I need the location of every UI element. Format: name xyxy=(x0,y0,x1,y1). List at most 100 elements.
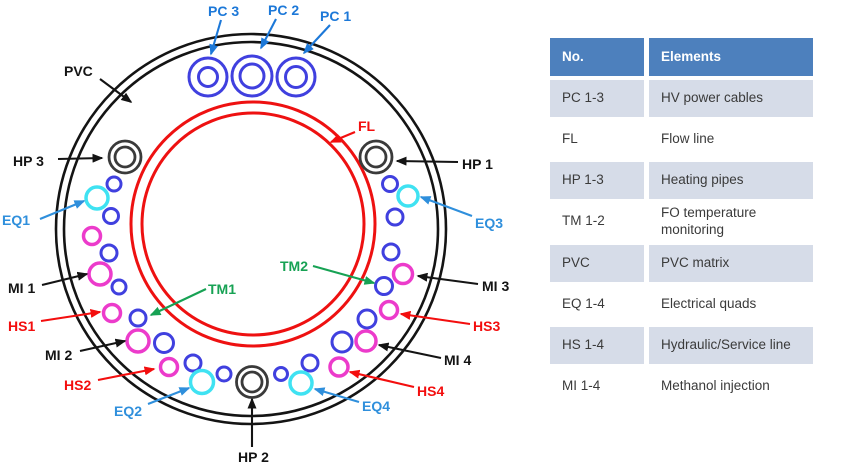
header-elements: Elements xyxy=(649,38,813,76)
flow-line-outer-ring xyxy=(129,100,377,348)
label-arrow-eq1 xyxy=(39,200,86,220)
quad-or-monitor-circle xyxy=(102,207,120,225)
quad-or-monitor-circle xyxy=(381,175,399,193)
label-arrow-tm2 xyxy=(312,264,376,285)
label-hs1: HS1 xyxy=(8,318,35,334)
element-cell: HV power cables xyxy=(649,80,813,117)
electrical-quad-circle xyxy=(84,185,110,211)
label-arrow-mi2 xyxy=(79,338,127,353)
heating-pipe-core xyxy=(240,370,264,394)
component-circles xyxy=(81,54,420,399)
quad-or-monitor-circle xyxy=(356,308,378,330)
service-line-circle xyxy=(125,328,151,354)
label-arrow-pc2 xyxy=(260,18,277,50)
label-arrow-hs4 xyxy=(348,369,415,389)
service-line-circle xyxy=(158,356,180,378)
electrical-quad-circle xyxy=(188,368,216,396)
label-fl: FL xyxy=(358,118,376,134)
no-cell: TM 1-2 xyxy=(550,203,644,241)
element-cell: Heating pipes xyxy=(649,162,813,199)
heating-pipe-circle xyxy=(358,139,394,175)
quad-or-monitor-circle xyxy=(153,332,175,354)
inner-sheath-ring xyxy=(62,40,440,418)
element-cell: Electrical quads xyxy=(649,285,813,323)
label-arrow-fl xyxy=(329,131,356,143)
label-arrow-mi3 xyxy=(416,272,479,286)
no-cell: HS 1-4 xyxy=(550,326,644,364)
service-line-circle xyxy=(378,299,400,321)
label-eq3: EQ3 xyxy=(475,215,503,231)
service-line-circle xyxy=(328,356,350,378)
no-cell: PVC xyxy=(550,244,644,282)
quad-or-monitor-circle xyxy=(215,365,233,383)
element-cell: PVC matrix xyxy=(649,244,813,282)
no-cell: FL xyxy=(550,121,644,158)
label-pc1: PC 1 xyxy=(320,8,351,24)
label-pc2: PC 2 xyxy=(268,2,299,18)
label-hp2: HP 2 xyxy=(238,449,269,465)
service-line-circle xyxy=(87,261,113,287)
power-cable-core xyxy=(238,62,266,90)
label-arrow-pvc xyxy=(99,78,133,103)
no-cell: EQ 1-4 xyxy=(550,285,644,323)
label-pc3: PC 3 xyxy=(208,3,239,19)
power-cable-circle xyxy=(275,56,317,98)
quad-or-monitor-circle xyxy=(105,175,123,193)
label-hs2: HS2 xyxy=(64,377,91,393)
label-hp1: HP 1 xyxy=(462,156,493,172)
flow-line-inner-ring xyxy=(140,111,366,337)
heating-pipe-core xyxy=(113,145,137,169)
service-line-circle xyxy=(354,329,378,353)
label-arrow-hs2 xyxy=(97,366,156,382)
label-arrows xyxy=(39,18,479,447)
label-mi3: MI 3 xyxy=(482,278,509,294)
cable-cross-section-diagram: PC 3 PC 2 PC 1 PVC FL HP 3 HP 1 EQ1 EQ3 MI 1 MI 3 H… xyxy=(2,2,509,465)
label-arrow-hp1 xyxy=(395,156,459,166)
element-cell: Hydraulic/Service line xyxy=(649,326,813,364)
electrical-quad-circle xyxy=(396,184,420,208)
label-arrow-hs1 xyxy=(40,308,102,323)
service-line-circle xyxy=(81,225,103,247)
label-mi4: MI 4 xyxy=(444,352,471,368)
power-cable-core xyxy=(284,65,308,89)
table-header-row: No. Elements xyxy=(550,38,813,76)
label-arrow-hs3 xyxy=(399,310,471,326)
label-arrow-eq2 xyxy=(147,387,191,405)
quad-or-monitor-circle xyxy=(330,330,354,354)
power-cable-circle xyxy=(230,54,274,98)
quad-or-monitor-circle xyxy=(381,242,401,262)
quad-or-monitor-circle xyxy=(99,243,119,263)
label-eq1: EQ1 xyxy=(2,212,30,228)
label-arrow-pc3 xyxy=(209,19,223,56)
header-no: No. xyxy=(550,38,644,76)
label-mi1: MI 1 xyxy=(8,280,35,296)
label-arrow-eq4 xyxy=(313,387,360,404)
label-tm2: TM2 xyxy=(280,258,308,274)
label-eq4: EQ4 xyxy=(362,398,390,414)
label-hs3: HS3 xyxy=(473,318,500,334)
power-cable-circle xyxy=(187,56,229,98)
heating-pipe-circle xyxy=(107,139,143,175)
label-arrow-eq3 xyxy=(419,196,473,217)
quad-or-monitor-circle xyxy=(374,276,394,296)
element-cell: Flow line xyxy=(649,121,813,158)
quad-or-monitor-circle xyxy=(110,278,128,296)
service-line-circle xyxy=(391,262,415,286)
label-hs4: HS4 xyxy=(417,383,444,399)
element-cell: Methanol injection xyxy=(649,367,813,405)
no-cell: PC 1-3 xyxy=(550,80,644,117)
electrical-quad-circle xyxy=(288,370,314,396)
label-pvc: PVC xyxy=(64,63,93,79)
no-cell: HP 1-3 xyxy=(550,162,644,199)
label-arrow-tm1 xyxy=(149,288,207,316)
heating-pipe-core xyxy=(364,145,388,169)
label-hp3: HP 3 xyxy=(13,153,44,169)
power-cable-core xyxy=(197,66,219,88)
no-cell: MI 1-4 xyxy=(550,367,644,405)
